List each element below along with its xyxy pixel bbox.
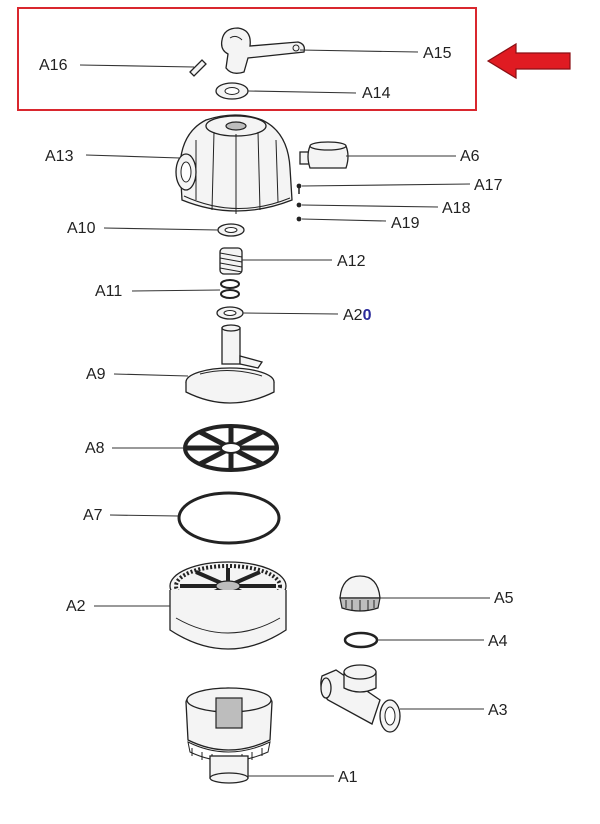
- part-a1-base: [185, 687, 273, 784]
- label-a1: A1: [338, 769, 358, 786]
- label-a5: A5: [494, 590, 514, 607]
- part-a13-lid: [175, 114, 293, 214]
- label-a4: A4: [488, 633, 508, 650]
- part-a17-screw: [296, 183, 302, 194]
- label-a11: A11: [95, 283, 122, 300]
- part-a9-rotor: [185, 324, 275, 404]
- highlight-box: [17, 7, 477, 111]
- part-a20-washer: [216, 306, 244, 320]
- label-a19: A19: [391, 215, 420, 232]
- part-a4-oring: [343, 631, 379, 649]
- leader-lines: [79, 49, 490, 777]
- label-a6: A6: [460, 148, 480, 165]
- label-a14: A14: [362, 85, 391, 102]
- label-a17: A17: [474, 177, 503, 194]
- part-a3-tee: [320, 664, 401, 733]
- part-a12-spring: [219, 247, 243, 275]
- part-a11-orings: [220, 279, 240, 299]
- part-a10-washer: [217, 223, 245, 237]
- label-a12: A12: [337, 253, 366, 270]
- arrow-left-icon: [486, 42, 571, 80]
- label-a7: A7: [83, 507, 103, 524]
- part-a2-valve-body: [169, 561, 287, 650]
- part-a19: [296, 216, 302, 222]
- label-a3: A3: [488, 702, 508, 719]
- label-a10: A10: [67, 220, 96, 237]
- part-a7-oring: [177, 491, 281, 545]
- part-a14-washer: [215, 82, 249, 100]
- label-a18: A18: [442, 200, 471, 217]
- label-a20-prefix: A2: [343, 307, 363, 324]
- part-a5-cap: [339, 575, 381, 612]
- label-a16: A16: [39, 57, 68, 74]
- label-a13: A13: [45, 148, 74, 165]
- label-a20-digit: 0: [363, 307, 372, 324]
- label-a20: A20: [343, 307, 372, 324]
- part-a16-pin: [189, 59, 207, 77]
- label-a2: A2: [66, 598, 86, 615]
- label-a8: A8: [85, 440, 105, 457]
- part-a15-handle: [220, 27, 306, 74]
- label-a15: A15: [423, 45, 452, 62]
- part-a6-gauge: [299, 141, 349, 169]
- part-a8-gasket: [183, 424, 279, 472]
- label-a9: A9: [86, 366, 106, 383]
- part-a18: [296, 202, 302, 208]
